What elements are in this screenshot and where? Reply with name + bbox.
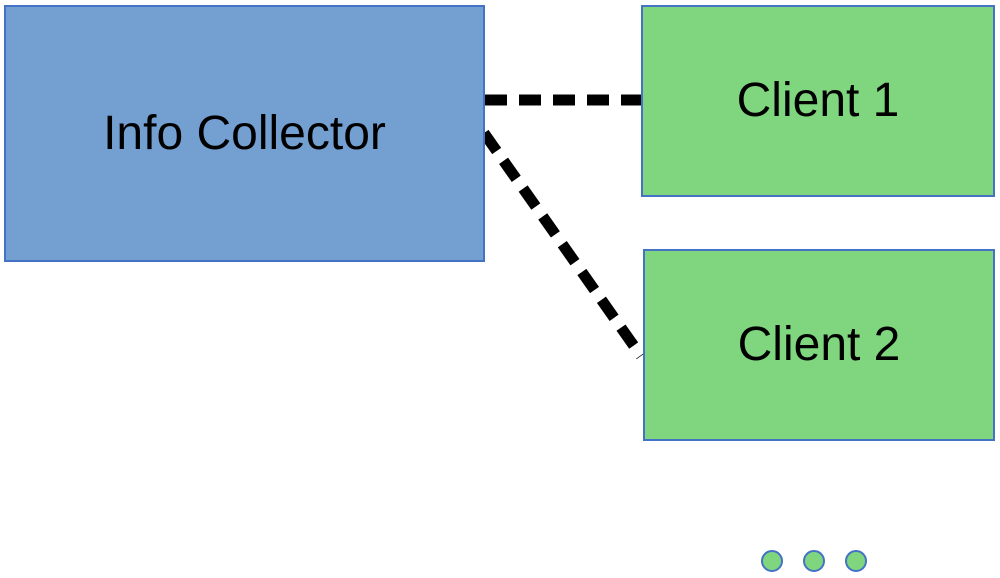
- info-collector-label: Info Collector: [103, 106, 386, 160]
- client-2-node: Client 2: [643, 249, 995, 441]
- ellipsis-dot: [803, 550, 825, 572]
- more-clients-ellipsis: [761, 550, 867, 572]
- client-2-label: Client 2: [737, 318, 901, 371]
- ellipsis-dot: [845, 550, 867, 572]
- info-collector-node: Info Collector: [4, 5, 485, 262]
- edge-collector-client2: [479, 129, 646, 360]
- client-1-node: Client 1: [641, 5, 995, 197]
- ellipsis-dot: [761, 550, 783, 572]
- client-1-label: Client 1: [736, 74, 900, 127]
